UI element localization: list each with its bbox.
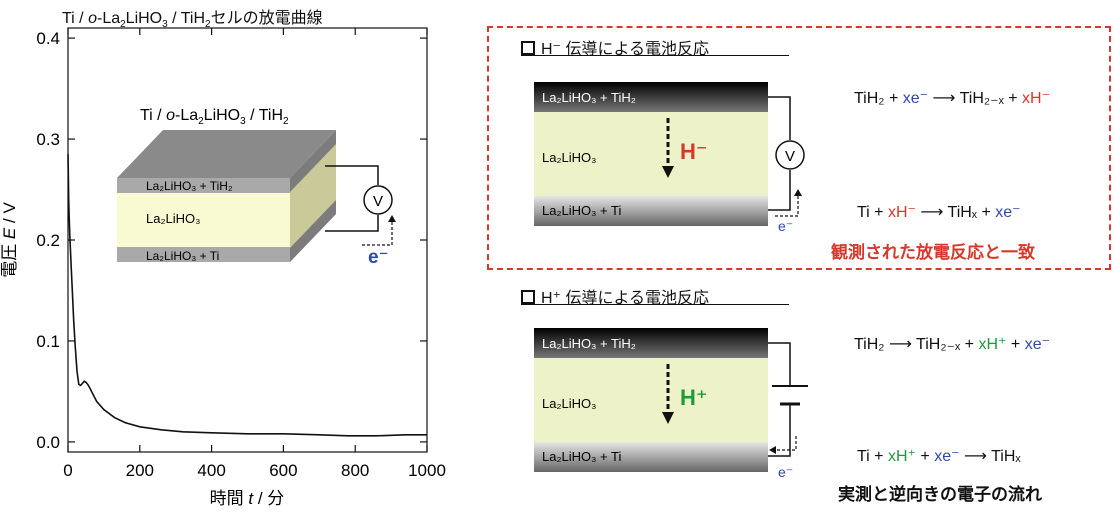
hminus-eq-top: TiH₂ + xe⁻ ⟶ TiH₂₋ₓ + xH⁻ [854,90,1051,107]
hminus-heading: H⁻ 伝導による電池反応 [521,35,709,59]
hminus-electron-arrow-icon [775,194,799,217]
hplus-ion-arrow-icon [662,412,674,424]
svg-text:V: V [785,148,795,165]
hminus-layer-top-label: La₂LiHO₃ + TiH₂ [542,90,636,105]
x-tick-label: 600 [269,461,297,480]
inset-top-face [117,130,336,178]
inset-title: Ti / o-La2LiHO3 / TiH2 [140,107,289,127]
hplus-eq-top: TiH₂ ⟶ TiH₂₋ₓ + xH⁺ + xe⁻ [854,336,1051,353]
discharge-chart: 0.0 0.1 0.2 0.3 0.4 0 200 400 600 800 1000 時間 t /… [0,27,446,508]
x-tick-label: 200 [126,461,154,480]
y-tick-label: 0.4 [36,29,60,48]
y-tick-label: 0.1 [36,332,60,351]
hminus-voltmeter-icon [775,140,805,170]
hminus-ion-arrow-icon [662,166,674,178]
hminus-layer-mid [534,112,768,196]
hplus-layer-top-label: La₂LiHO₃ + TiH₂ [542,336,636,351]
inset-voltmeter-icon [363,185,393,215]
hminus-eq-bottom: Ti + xH⁻ ⟶ TiHₓ + xe⁻ [857,204,1021,221]
svg-text:V: V [373,193,383,210]
hplus-layer-bot [534,442,768,472]
hminus-highlight-box [487,26,1111,270]
hplus-cell-diagram: La₂LiHO₃ + TiH₂ La₂LiHO₃ La₂LiHO₃ + Ti H… [534,328,808,478]
hplus-electron-label: e⁻ [778,464,793,478]
inset-side-face [290,130,336,262]
inset-layer-top-label: La₂LiHO₃ + TiH₂ [146,179,233,193]
hminus-electron-label: e⁻ [778,218,793,232]
x-tick-label: 400 [197,461,225,480]
x-tick-label: 800 [341,461,369,480]
hplus-layer-top [534,328,768,358]
x-tick-label: 0 [63,461,72,480]
inset-layer-top [117,178,290,193]
x-axis-label: 時間 t / 分 [210,489,285,508]
hminus-conclusion: 観測された放電反応と一致 [831,243,1035,262]
hminus-layer-bot [534,196,768,226]
hplus-layer-mid [534,358,768,442]
inset-cell-diagram: Ti / o-La2LiHO3 / TiH2 La₂LiHO₃ + TiH₂ L… [117,107,396,268]
hminus-layer-mid-label: La₂LiHO₃ [542,150,596,165]
hminus-ion-label: H⁻ [680,139,708,164]
hplus-ion-label: H⁺ [680,385,708,410]
hplus-layer-mid-label: La₂LiHO₃ [542,396,596,411]
y-tick-label: 0.2 [36,231,60,250]
hplus-eq-bottom: Ti + xH⁺ + xe⁻ ⟶ TiHₓ [857,448,1021,465]
hplus-layer-bot-label: La₂LiHO₃ + Ti [542,449,621,464]
discharge-curve [67,154,427,437]
x-tick-label: 1000 [408,461,446,480]
inset-layer-mid-label: La₂LiHO₃ [146,211,200,226]
inset-layer-bot [117,247,290,262]
y-tick-label: 0.3 [36,130,60,149]
inset-electron-label: e⁻ [368,247,389,268]
hminus-cell-diagram: La₂LiHO₃ + TiH₂ La₂LiHO₃ La₂LiHO₃ + Ti H… [534,82,805,232]
hplus-heading: H⁺ 伝導による電池反応 [521,284,709,308]
inset-layer-bot-label: La₂LiHO₃ + Ti [146,249,219,263]
hminus-layer-bot-label: La₂LiHO₃ + Ti [542,203,621,218]
inset-electron-arrow-icon [362,220,393,246]
y-axis-label: 電圧 E / V [0,202,19,278]
inset-layer-mid [117,193,290,247]
chart-title: Ti / o-La2LiHO3 / TiH2セルの放電曲線 [62,10,323,31]
hminus-layer-top [534,82,768,112]
y-tick-label: 0.0 [36,433,60,452]
hplus-conclusion: 実測と逆向きの電子の流れ [838,485,1042,504]
hplus-electron-arrow-icon [774,436,797,451]
